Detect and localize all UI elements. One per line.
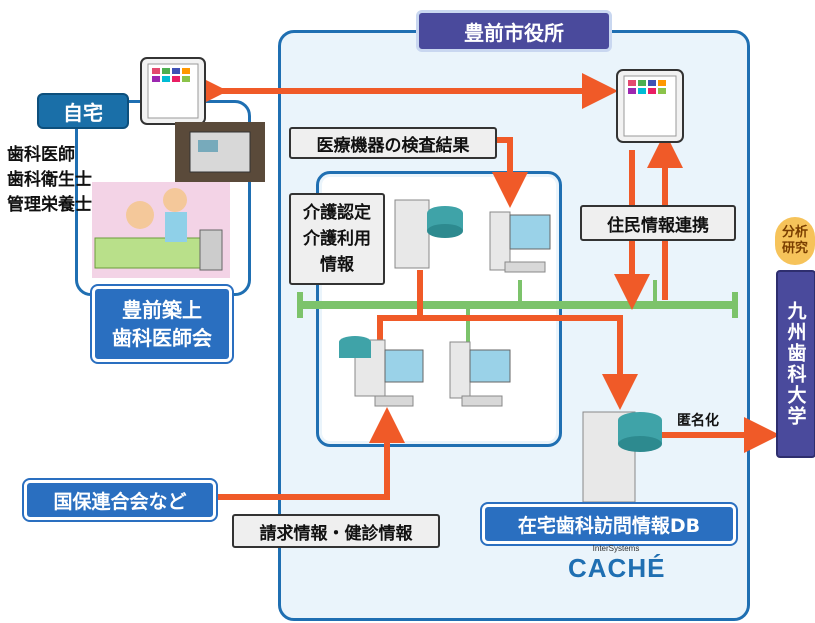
medical-device-photo (175, 122, 265, 182)
insurance-box: 国保連合会など (22, 478, 218, 522)
home-tablet-icon (140, 57, 206, 125)
analysis-line1: 分析 (781, 225, 808, 240)
insurance-arrow (218, 407, 405, 500)
staff-dietitian: 管理栄養士 (7, 195, 92, 215)
page-title: 豊前市役所 (416, 10, 612, 52)
to-db-arrow (377, 315, 638, 410)
care-info-line1: 介護認定 (303, 203, 371, 223)
anonymized-label: 匿名化 (677, 413, 719, 429)
cache-text: CACHÉ (568, 553, 666, 583)
home-care-illustration (92, 182, 230, 278)
pc-icon-bottom (449, 341, 511, 407)
resident-link-label: 住民情報連携 (580, 205, 736, 241)
staff-hygienist: 歯科衛生士 (7, 170, 92, 190)
dental-association-box: 豊前築上 歯科医師会 (90, 284, 234, 364)
medical-results-label: 医療機器の検査結果 (289, 127, 497, 159)
home-label: 自宅 (37, 93, 129, 129)
care-info-line3: 情報 (320, 255, 354, 275)
care-info-line2: 介護利用 (303, 229, 371, 249)
analysis-line2: 研究 (781, 241, 808, 256)
database-box: 在宅歯科訪問情報DB (480, 502, 738, 546)
pc-icon-top (489, 211, 551, 273)
analysis-badge: 分析 研究 (775, 217, 815, 265)
staff-dentist: 歯科医師 (7, 145, 75, 165)
care-info-label: 介護認定 介護利用 情報 (289, 193, 385, 285)
lan-server-icon (339, 336, 424, 407)
care-server-icon (394, 199, 463, 269)
intersystems-logo: InterSystems CACHÉ (568, 544, 664, 594)
association-line1: 豊前築上 (122, 298, 202, 322)
university-box: 九州歯科大学 (776, 270, 815, 458)
association-line2: 歯科医師会 (112, 326, 212, 350)
intersystems-text: InterSystems (592, 544, 640, 553)
billing-label: 請求情報・健診情報 (232, 514, 440, 548)
database-server-icon (582, 411, 662, 503)
city-tablet-icon (616, 69, 684, 143)
